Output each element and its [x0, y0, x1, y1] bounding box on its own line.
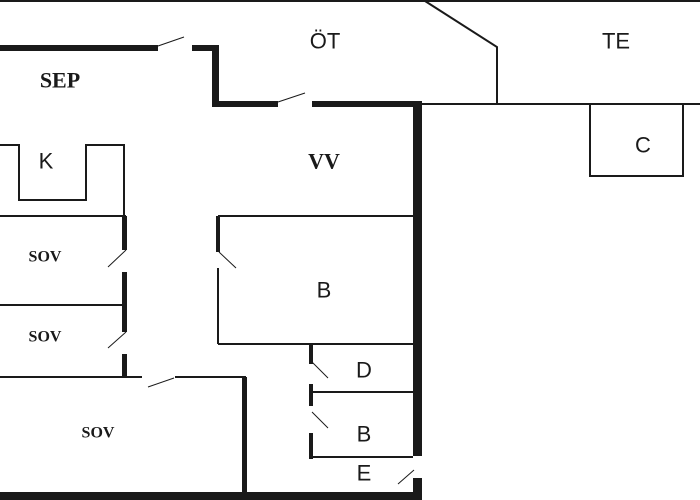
walls	[0, 45, 422, 500]
room-label-e: E	[357, 461, 372, 486]
room-label-b1: B	[317, 278, 332, 303]
room-label-ot: ÖT	[310, 29, 341, 54]
room-labels: SEP ÖT TE C K VV SOV SOV B D B E SOV	[29, 29, 652, 486]
closet-c-outline	[589, 103, 684, 177]
room-label-sov3: SOV	[82, 425, 115, 442]
room-label-vv: VV	[308, 149, 340, 174]
outer-outline	[0, 0, 700, 177]
doors	[107, 36, 415, 485]
room-label-d: D	[356, 358, 372, 383]
room-label-te: TE	[602, 29, 630, 54]
room-label-sep: SEP	[40, 68, 80, 93]
room-label-k: K	[39, 149, 54, 174]
room-label-b2: B	[357, 422, 372, 447]
room-label-sov1: SOV	[29, 249, 62, 266]
room-label-c: C	[635, 133, 651, 158]
room-label-sov2: SOV	[29, 329, 62, 346]
